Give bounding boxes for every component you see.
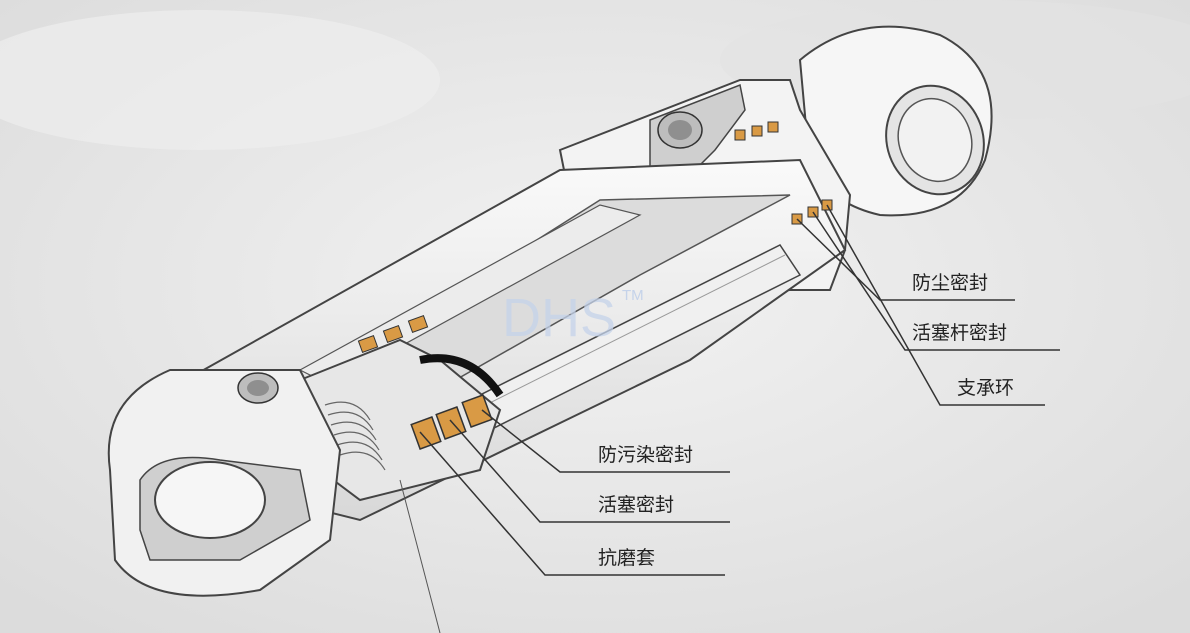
cap-end-eye <box>107 369 342 597</box>
piston-seal-part <box>410 416 442 450</box>
label-piston-seal: 活塞密封 <box>598 494 674 516</box>
leader-support-ring <box>826 204 1045 406</box>
label-wear-sleeve: 抗磨套 <box>598 547 655 569</box>
leader-piston-seal <box>449 419 730 523</box>
watermark-trademark: TM <box>622 287 644 304</box>
label-contamination-seal: 防污染密封 <box>598 444 693 466</box>
label-support-ring: 支承环 <box>957 377 1014 399</box>
rod-end-eye <box>798 25 993 217</box>
piston-seal-part <box>461 394 493 428</box>
leader-rod-seal <box>812 211 1060 351</box>
label-rod-seal: 活塞杆密封 <box>912 322 1007 344</box>
piston-seal-part <box>435 406 467 440</box>
piston-assembly <box>298 314 504 502</box>
background-smudge <box>0 10 440 150</box>
label-dust-seal: 防尘密封 <box>912 272 988 294</box>
leader-wear-sleeve <box>419 431 725 576</box>
watermark-text: DHS <box>502 288 616 348</box>
leader-lines <box>399 204 1060 633</box>
piston-threads <box>324 401 386 471</box>
leader-contamination-seal <box>481 409 730 473</box>
